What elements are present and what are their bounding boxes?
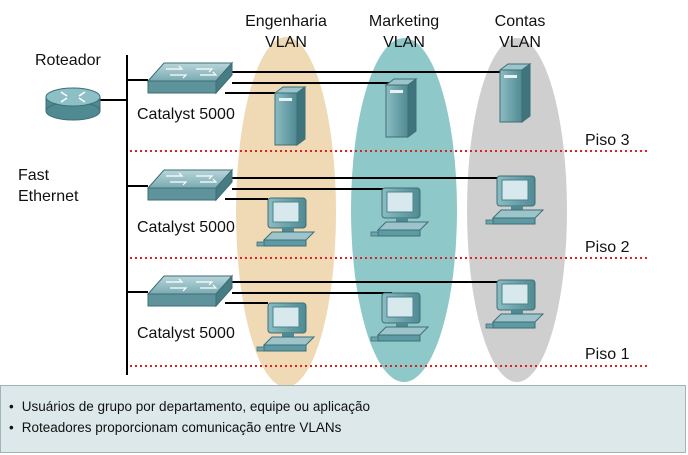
server-icon-engenharia [274,86,306,146]
floor-label-1: Piso 1 [585,346,630,363]
vlan-subtitle-engenharia: VLAN [265,34,307,51]
switch-label-floor2: Catalyst 5000 [137,219,235,236]
switch-icon-floor1 [147,275,233,307]
vlan-title-marketing: Marketing [369,13,439,30]
notes-panel: Usuários de grupo por departamento, equi… [0,385,686,453]
backbone-label-line2: Ethernet [18,188,79,205]
notes-list: Usuários de grupo por departamento, equi… [1,386,685,438]
router-label: Roteador [35,52,101,69]
backbone-label-line1: Fast [18,167,50,184]
note-item: Usuários de grupo por departamento, equi… [9,396,685,417]
server-icon-contas [499,63,531,123]
floor-label-3: Piso 3 [585,132,630,149]
switch-label-floor3: Catalyst 5000 [137,106,235,123]
switch-label-floor1: Catalyst 5000 [137,325,235,342]
vlan-title-engenharia: Engenharia [245,13,327,30]
floor-label-2: Piso 2 [585,239,630,256]
vlan-diagram: Engenharia VLAN Marketing VLAN Contas VL… [18,13,648,385]
switch-icon-floor3 [147,62,233,94]
vlan-title-contas: Contas [495,13,546,30]
server-icon-marketing [385,78,417,138]
router-icon [45,87,101,121]
switch-icon-floor2 [147,169,233,201]
vlan-subtitle-contas: VLAN [499,34,541,51]
vlan-subtitle-marketing: VLAN [383,34,425,51]
note-item: Roteadores proporcionam comunicação entr… [9,417,685,438]
